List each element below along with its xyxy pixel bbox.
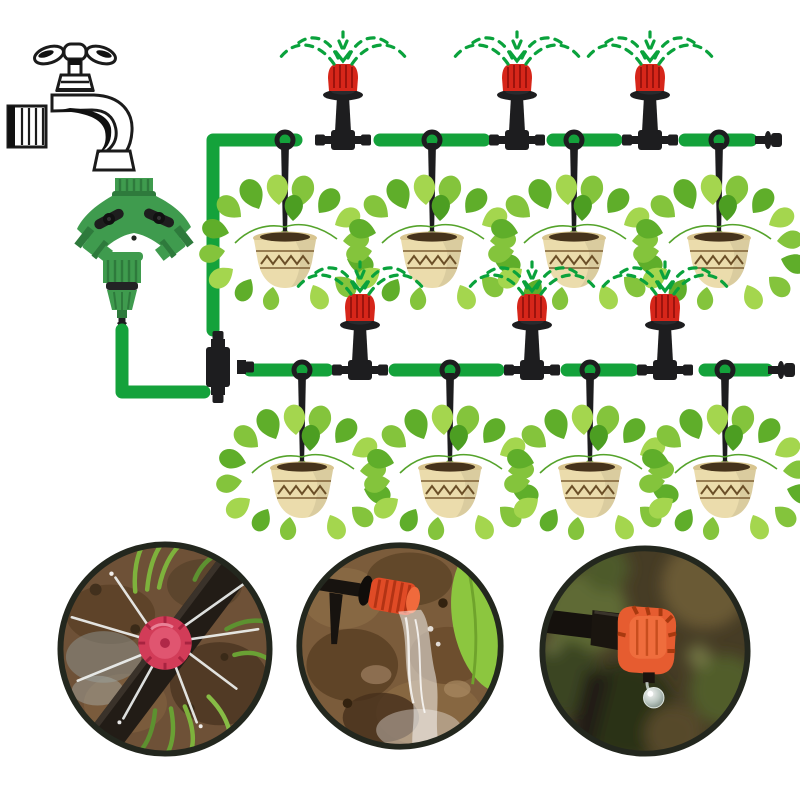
- dripper-head-photo3: [617, 605, 677, 684]
- photo-dripper-drop-closeup: [539, 545, 751, 757]
- valve-lever: [94, 208, 124, 230]
- supply-tube: [115, 323, 211, 399]
- water-drop: [643, 682, 665, 709]
- valve-lever: [143, 208, 175, 228]
- micro-sprinkler: [621, 63, 679, 151]
- micro-sprinkler: [314, 63, 372, 151]
- two-way-splitter: [74, 178, 194, 262]
- micro-sprinkler: [503, 293, 561, 381]
- end-plug: [755, 131, 782, 149]
- faucet-illustration: [6, 42, 136, 172]
- quick-connector: [101, 252, 143, 330]
- micro-sprinkler: [331, 293, 389, 381]
- main-tube-elbow: [206, 133, 303, 337]
- dripper-head-photo: [368, 577, 421, 616]
- water-spray: [585, 30, 715, 66]
- sprinkler-head-photo: [138, 616, 192, 670]
- micro-sprinkler: [636, 293, 694, 381]
- photo-sprinkler-in-grass: [57, 541, 273, 757]
- water-spray: [278, 30, 408, 66]
- photo-dripper-on-soil: [296, 542, 504, 750]
- drip-tube-photo3: [541, 609, 626, 651]
- tee-connector: [206, 331, 254, 403]
- water-jets: [70, 571, 260, 729]
- water-spray: [452, 30, 582, 66]
- micro-sprinkler: [488, 63, 546, 151]
- end-plug: [768, 361, 795, 379]
